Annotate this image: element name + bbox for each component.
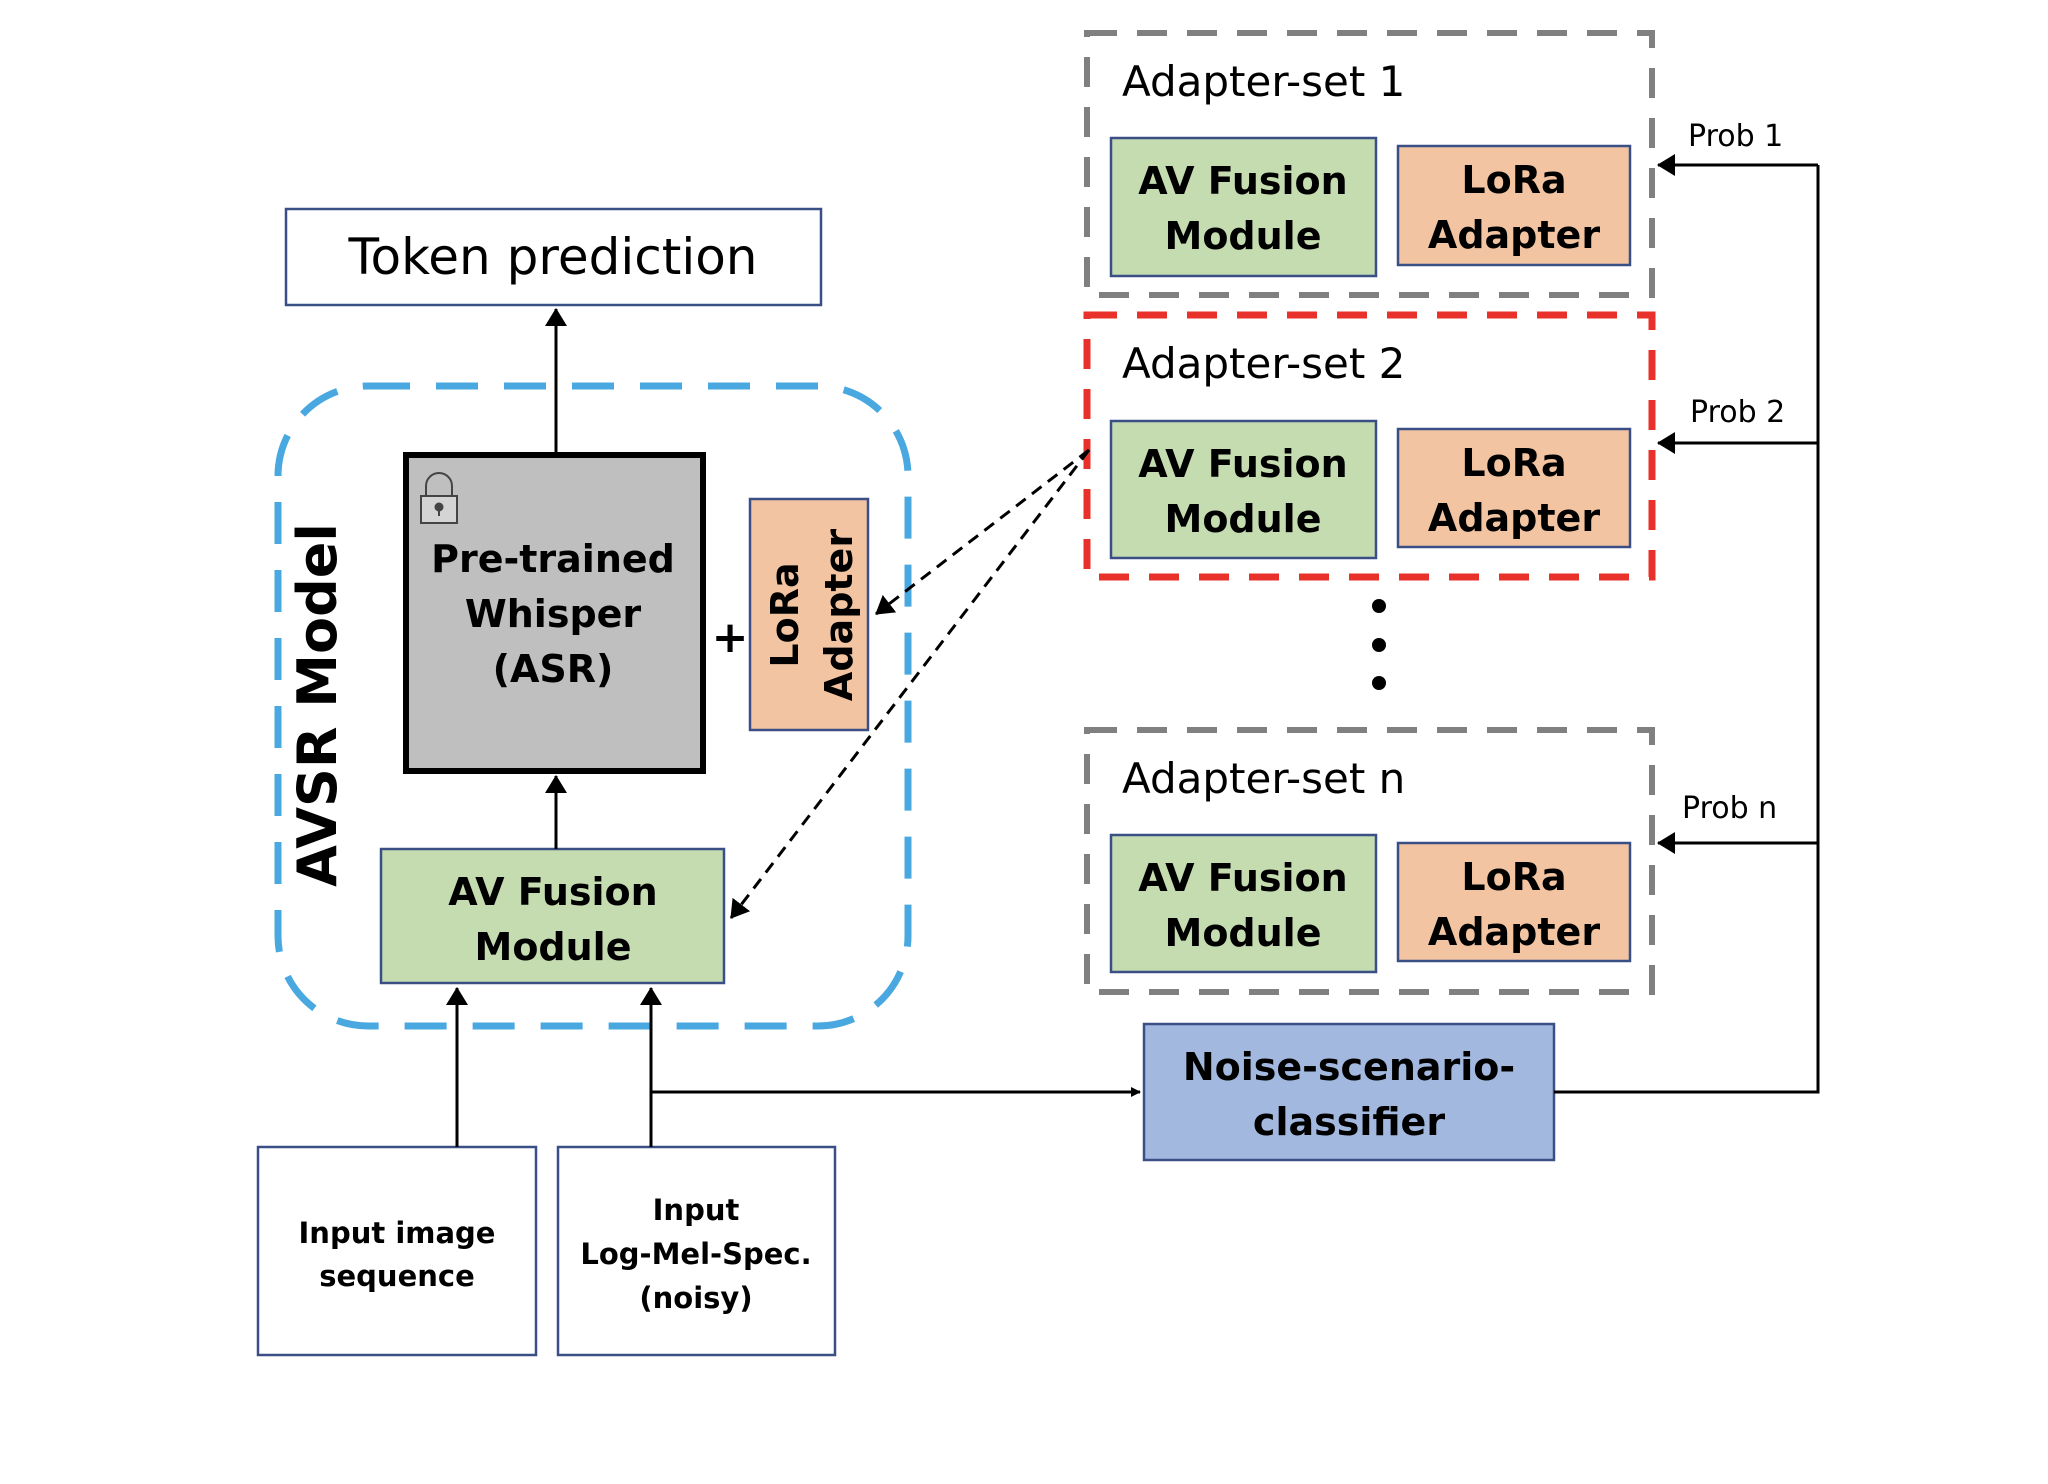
adapter-set-2-fusion-line2: Module bbox=[1165, 497, 1322, 541]
token-prediction-box: Token prediction bbox=[284, 207, 823, 307]
classifier-line1: Noise-scenario- bbox=[1183, 1045, 1515, 1089]
input-image-line1: Input image bbox=[299, 1216, 496, 1250]
whisper-line1: Pre-trained bbox=[431, 537, 675, 581]
ellipsis-dots bbox=[1372, 599, 1386, 690]
adapter-set-1-lora-line2: Adapter bbox=[1428, 213, 1600, 257]
av-fusion-main-line1: AV Fusion bbox=[448, 870, 657, 914]
input-audio-box: Input Log-Mel-Spec. (noisy) bbox=[556, 1145, 837, 1357]
lora-adapter-main: LoRa Adapter bbox=[748, 497, 870, 732]
adapter-set-n-fusion-line2: Module bbox=[1165, 911, 1322, 955]
adapter-set-2-lora-line2: Adapter bbox=[1428, 496, 1600, 540]
adapter-set-1: Adapter-set 1 AV Fusion Module LoRa Adap… bbox=[1084, 30, 1655, 298]
prob-1-label: Prob 1 bbox=[1688, 119, 1783, 154]
av-fusion-main-line2: Module bbox=[475, 925, 632, 969]
whisper-line3: (ASR) bbox=[493, 647, 614, 691]
noise-scenario-classifier: Noise-scenario- classifier bbox=[1142, 1022, 1556, 1162]
adapter-set-2: Adapter-set 2 AV Fusion Module LoRa Adap… bbox=[1083, 311, 1656, 581]
input-audio-line1: Input bbox=[653, 1193, 740, 1227]
avsr-model-container bbox=[274, 382, 912, 1030]
dashed-arrow-to-lora bbox=[875, 448, 1090, 616]
avsr-model-label: AVSR Model bbox=[286, 523, 349, 887]
input-image-box: Input image sequence bbox=[256, 1145, 538, 1357]
adapter-set-n: Adapter-set n AV Fusion Module LoRa Adap… bbox=[1084, 727, 1655, 995]
adapter-set-1-fusion-line2: Module bbox=[1165, 214, 1322, 258]
input-audio-line3: (noisy) bbox=[639, 1281, 752, 1315]
adapter-set-n-fusion-line1: AV Fusion bbox=[1138, 856, 1347, 900]
adapter-set-2-title: Adapter-set 2 bbox=[1122, 339, 1405, 388]
adapter-set-2-fusion-line1: AV Fusion bbox=[1138, 442, 1347, 486]
lock-icon bbox=[420, 472, 458, 524]
adapter-set-n-lora-line2: Adapter bbox=[1428, 910, 1600, 954]
plus-sign: + bbox=[712, 612, 749, 663]
adapter-set-1-lora-line1: LoRa bbox=[1461, 158, 1566, 202]
dashed-connectors bbox=[729, 448, 1091, 919]
adapter-set-n-title: Adapter-set n bbox=[1122, 754, 1405, 803]
adapter-set-2-lora-line1: LoRa bbox=[1461, 441, 1566, 485]
classifier-line2: classifier bbox=[1253, 1100, 1445, 1144]
prob-n-label: Prob n bbox=[1682, 791, 1777, 826]
token-prediction-label: Token prediction bbox=[347, 228, 757, 286]
prob-2-label: Prob 2 bbox=[1690, 395, 1785, 430]
whisper-box: Pre-trained Whisper (ASR) bbox=[403, 452, 706, 774]
input-image-line2: sequence bbox=[319, 1259, 475, 1293]
adapter-set-n-lora-line1: LoRa bbox=[1461, 855, 1566, 899]
connector-lines bbox=[446, 154, 1820, 1147]
dashed-arrow-to-fusion bbox=[729, 449, 1091, 919]
av-fusion-main: AV Fusion Module bbox=[379, 847, 726, 985]
adapter-set-1-title: Adapter-set 1 bbox=[1122, 57, 1405, 106]
adapter-set-1-fusion-line1: AV Fusion bbox=[1138, 159, 1347, 203]
lora-main-line2: Adapter bbox=[817, 529, 861, 701]
lora-main-line1: LoRa bbox=[763, 562, 807, 667]
classifier-to-prob-bus bbox=[1554, 165, 1820, 1094]
whisper-line2: Whisper bbox=[465, 592, 642, 636]
input-audio-line2: Log-Mel-Spec. bbox=[580, 1237, 811, 1271]
